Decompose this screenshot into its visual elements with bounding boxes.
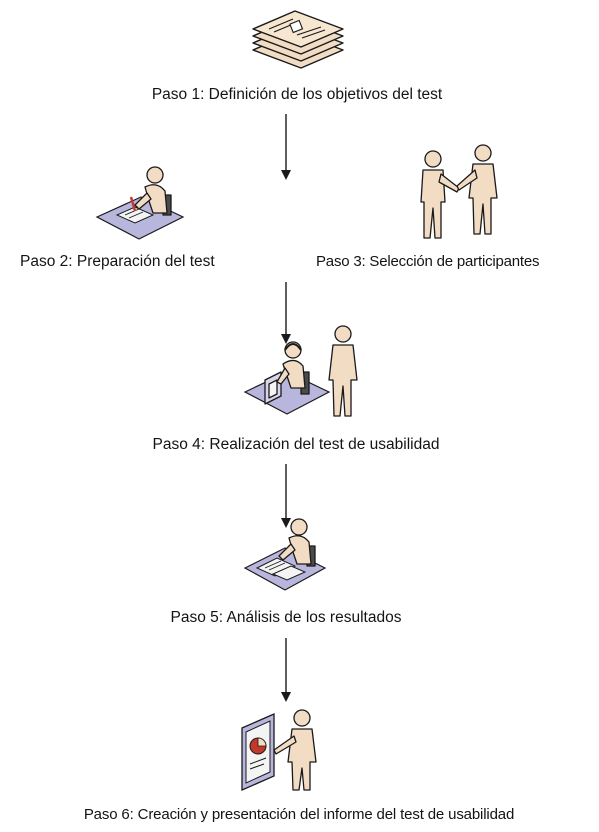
person-analyzing-documents-icon (243, 518, 327, 591)
person-writing-at-desk-icon (95, 166, 185, 240)
step-3-label: Paso 3: Selección de participantes (316, 253, 540, 270)
step-2-label: Paso 2: Preparación del test (20, 253, 215, 270)
arrow-step5-to-step6 (281, 638, 291, 702)
documents-stack-icon (252, 10, 344, 69)
step-1-label: Paso 1: Definición de los objetivos del … (151, 86, 443, 103)
arrow-step3-to-step4 (281, 282, 291, 344)
step-6-label: Paso 6: Creación y presentación del info… (83, 806, 515, 823)
step-4-label: Paso 4: Realización del test de usabilid… (152, 436, 440, 453)
arrow-step4-to-step5 (281, 464, 291, 528)
arrow-step1-to-step2 (281, 114, 291, 180)
user-at-computer-with-observer-icon (243, 325, 358, 417)
step-5-label: Paso 5: Análisis de los resultados (170, 609, 402, 626)
people-handshake-icon (420, 144, 498, 239)
person-presenting-chart-icon (241, 709, 317, 791)
